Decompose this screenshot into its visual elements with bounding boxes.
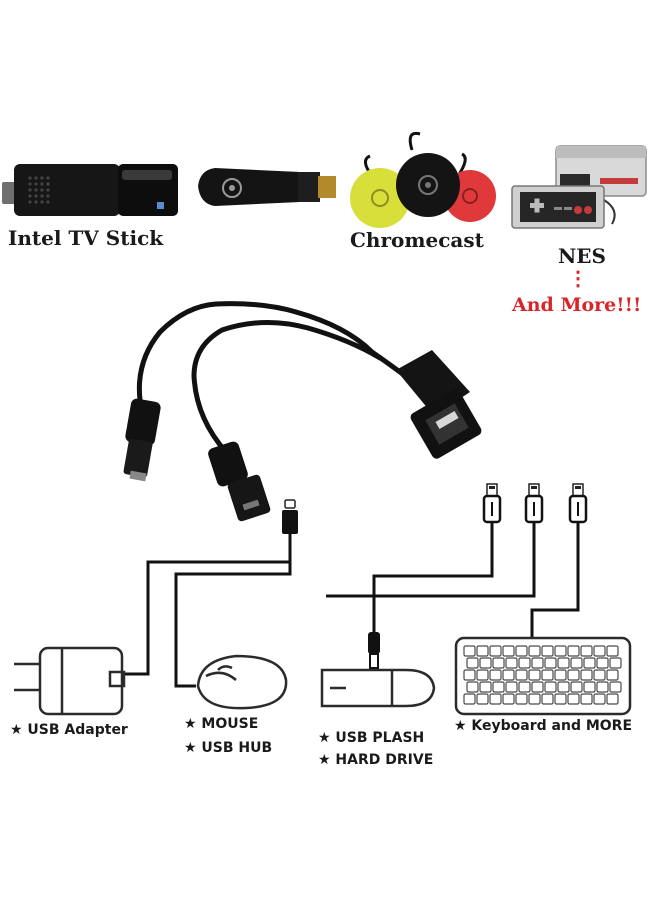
usb-plug-symbols bbox=[482, 483, 588, 524]
usb-flash-drive-icon bbox=[320, 632, 436, 708]
keyboard-key bbox=[554, 645, 567, 657]
keyboard-key bbox=[515, 669, 528, 681]
keyboard-key bbox=[554, 693, 567, 705]
nes-label: NES bbox=[558, 244, 606, 268]
keyboard-key bbox=[531, 657, 544, 669]
otg-y-cable bbox=[136, 301, 411, 455]
usb-adapter-icon bbox=[14, 646, 126, 716]
micro-usb-plug-icon bbox=[123, 398, 161, 482]
micro-usb-socket-icon bbox=[208, 441, 271, 522]
keyboard-key bbox=[557, 681, 570, 693]
keyboard-key bbox=[567, 669, 580, 681]
keyboard-key bbox=[476, 645, 489, 657]
keyboard-key bbox=[505, 657, 518, 669]
keyboard-key bbox=[606, 669, 619, 681]
usb-a-female-port-icon bbox=[396, 350, 482, 459]
keyboard-key bbox=[463, 669, 476, 681]
chromecast-devices-icon bbox=[350, 131, 496, 228]
keyboard-key bbox=[466, 657, 479, 669]
chromecast-label: Chromecast bbox=[350, 228, 484, 252]
keyboard-key bbox=[593, 645, 606, 657]
keyboard-key bbox=[479, 681, 492, 693]
keyboard-key bbox=[583, 681, 596, 693]
keyboard-key bbox=[489, 693, 502, 705]
connection-lines bbox=[124, 522, 580, 688]
keyboard-key bbox=[528, 645, 541, 657]
keyboard-key bbox=[541, 645, 554, 657]
keyboard-key bbox=[567, 645, 580, 657]
keyboard-key bbox=[466, 681, 479, 693]
chromecast-dongle-icon bbox=[198, 168, 336, 206]
keyboard-key bbox=[528, 693, 541, 705]
keyboard-key bbox=[580, 645, 593, 657]
keyboard-key bbox=[541, 693, 554, 705]
keyboard-key bbox=[518, 657, 531, 669]
keyboard-key bbox=[502, 693, 515, 705]
hard-drive-label: ★ HARD DRIVE bbox=[318, 752, 434, 768]
keyboard-key bbox=[531, 681, 544, 693]
keyboard-key bbox=[476, 693, 489, 705]
keyboard-key bbox=[609, 681, 622, 693]
keyboard-key bbox=[489, 669, 502, 681]
keyboard-key bbox=[557, 657, 570, 669]
keyboard-key bbox=[502, 645, 515, 657]
keyboard-key bbox=[463, 693, 476, 705]
keyboard-key bbox=[606, 693, 619, 705]
keyboard-icon bbox=[454, 636, 632, 716]
keyboard-key bbox=[593, 693, 606, 705]
keyboard-key bbox=[515, 645, 528, 657]
keyboard-key bbox=[570, 657, 583, 669]
keyboard-label: ★ Keyboard and MORE bbox=[454, 718, 633, 734]
mouse-icon bbox=[196, 654, 288, 710]
keyboard-key bbox=[463, 645, 476, 657]
usb-adapter-label: ★ USB Adapter bbox=[10, 722, 128, 738]
usb-plash-label: ★ USB PLASH bbox=[318, 730, 425, 746]
keyboard-key bbox=[606, 645, 619, 657]
keyboard-key bbox=[593, 669, 606, 681]
keyboard-key bbox=[502, 669, 515, 681]
keyboard-key bbox=[528, 669, 541, 681]
keyboard-key bbox=[489, 645, 502, 657]
keyboard-key bbox=[596, 657, 609, 669]
keyboard-key bbox=[554, 669, 567, 681]
nes-console-icon bbox=[511, 145, 647, 229]
keyboard-key bbox=[492, 681, 505, 693]
keyboard-key bbox=[570, 681, 583, 693]
keyboard-key bbox=[492, 657, 505, 669]
micro-usb-symbol-icon bbox=[282, 499, 298, 552]
keyboard-key bbox=[476, 669, 489, 681]
mouse-label: ★ MOUSE bbox=[184, 716, 259, 732]
keyboard-key bbox=[479, 657, 492, 669]
keyboard-key bbox=[544, 681, 557, 693]
and-more-label: And More!!! bbox=[512, 294, 642, 316]
keyboard-key bbox=[609, 657, 622, 669]
keyboard-key bbox=[567, 693, 580, 705]
intel-tv-stick-label: Intel TV Stick bbox=[8, 226, 164, 250]
keyboard-key bbox=[544, 657, 557, 669]
dots-separator: ⋮ bbox=[568, 266, 588, 290]
keyboard-key bbox=[541, 669, 554, 681]
usb-hub-label: ★ USB HUB bbox=[184, 740, 273, 756]
intel-tv-stick-icon bbox=[2, 164, 178, 216]
keyboard-key bbox=[515, 693, 528, 705]
keyboard-key bbox=[583, 657, 596, 669]
keyboard-key bbox=[580, 669, 593, 681]
keyboard-key bbox=[518, 681, 531, 693]
keyboard-key bbox=[580, 693, 593, 705]
keyboard-key bbox=[505, 681, 518, 693]
keyboard-key bbox=[596, 681, 609, 693]
